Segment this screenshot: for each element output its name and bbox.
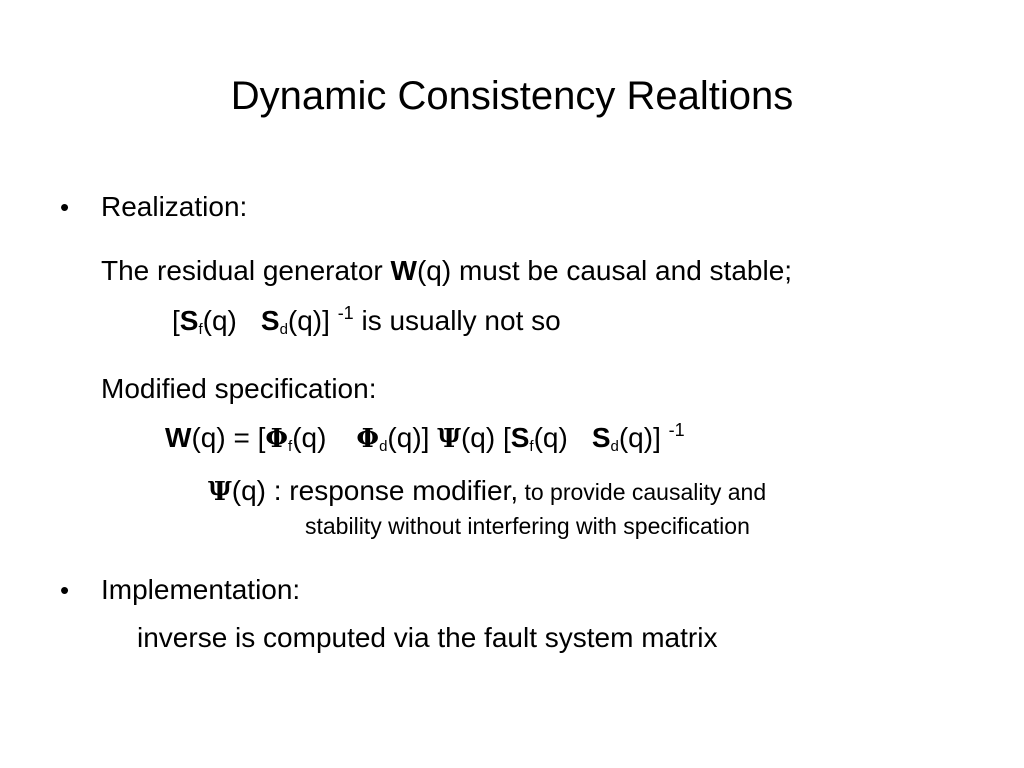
bullet-dot: • [60, 192, 70, 222]
modified-spec-heading: Modified specification: [101, 373, 377, 404]
response-modifier-line: Ψ(q) : response modifier, to provide cau… [208, 475, 767, 507]
bullet-dot: • [60, 575, 70, 605]
implementation-text: inverse is computed via the fault system… [137, 622, 718, 653]
implementation-heading: Implementation: [101, 574, 301, 605]
slide-title: Dynamic Consistency Realtions [230, 74, 794, 118]
inverse-not-causal-line: [Sf(q)Sd(q)] -1 is usually not so [172, 303, 561, 338]
realization-heading: Realization: [101, 191, 248, 222]
response-modifier-line-2: stability without interfering with speci… [305, 513, 750, 539]
residual-generator-line: The residual generator W(q) must be caus… [101, 255, 793, 286]
modified-spec-equation: W(q) = [Φf(q)Φd(q)] Ψ(q) [Sf(q)Sd(q)] -1 [165, 420, 685, 455]
